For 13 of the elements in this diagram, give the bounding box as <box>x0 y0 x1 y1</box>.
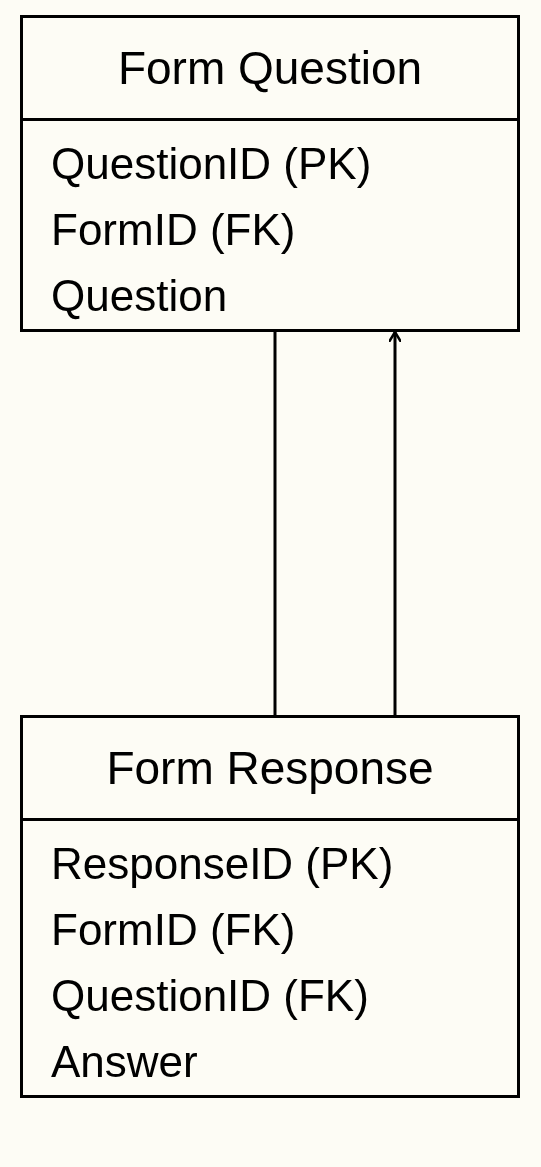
table-title: Form Response <box>23 718 517 821</box>
table-title: Form Question <box>23 18 517 121</box>
field-name: QuestionID (FK) <box>50 970 370 1022</box>
field-name: Answer <box>50 1036 199 1088</box>
field-name: FormID (FK) <box>50 904 297 956</box>
field-name: QuestionID (PK) <box>50 138 373 190</box>
connector-line <box>273 332 277 715</box>
field-name: ResponseID (PK) <box>50 838 395 890</box>
entity-table <box>20 15 520 332</box>
field-name: Question <box>50 270 229 322</box>
entity-table <box>20 715 520 1098</box>
arrow <box>387 330 403 715</box>
field-name: FormID (FK) <box>50 204 297 256</box>
